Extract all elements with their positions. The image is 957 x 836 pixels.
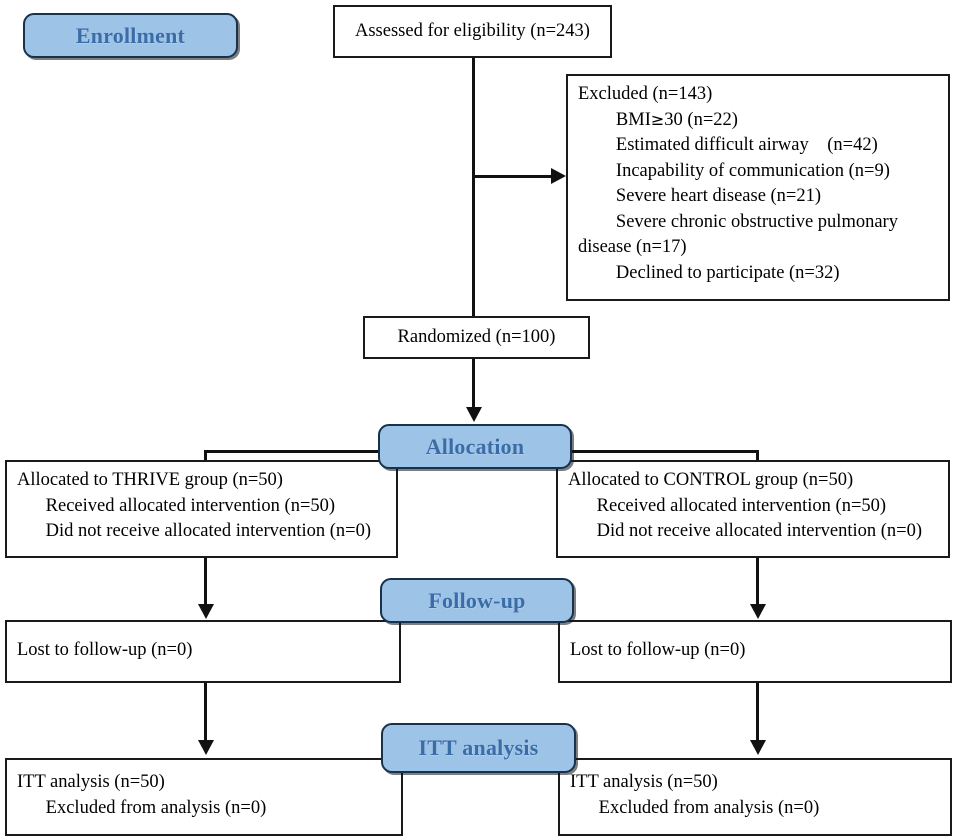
box-itt-control: ITT analysis (n=50) Excluded from analys…: [558, 758, 952, 836]
randomized-line-1: Randomized (n=100): [397, 326, 556, 347]
excluded-line-8: Declined to participate (n=32): [615, 262, 840, 283]
box-excluded: Excluded (n=143) BMI≥30 (n=22) Estimated…: [566, 74, 950, 301]
box-followup-thrive: Lost to follow-up (n=0): [5, 620, 401, 683]
stage-badge-itt-analysis-label: ITT analysis: [418, 735, 539, 760]
greater-equal-icon: ≥: [650, 109, 665, 129]
arrowhead-followup-right-to-itt: [750, 740, 766, 755]
arrowhead-alloc-left-to-followup: [198, 604, 214, 619]
itt-left-line-1: ITT analysis (n=50): [17, 772, 165, 792]
itt-left-line-2: Excluded from analysis (n=0): [45, 797, 267, 818]
connector-assessed-to-randomized: [472, 58, 475, 316]
box-randomized: Randomized (n=100): [363, 316, 590, 359]
box-assessed-for-eligibility: Assessed for eligibility (n=243): [333, 5, 612, 58]
arrowhead-to-excluded: [551, 168, 566, 184]
stage-badge-itt-analysis: ITT analysis: [381, 723, 576, 773]
connector-branch-to-excluded: [472, 175, 554, 178]
allocation-left-line-3: Did not receive allocated intervention (…: [45, 521, 371, 542]
stage-badge-enrollment-label: Enrollment: [75, 22, 186, 48]
stage-badge-allocation-label: Allocation: [425, 433, 525, 459]
box-allocation-control: Allocated to CONTROL group (n=50) Receiv…: [556, 460, 950, 558]
followup-left-line-1: Lost to follow-up (n=0): [17, 640, 193, 660]
excluded-line-4: Incapability of communication (n=9): [615, 160, 890, 181]
itt-right-line-1: ITT analysis (n=50): [570, 772, 718, 792]
stage-badge-enrollment: Enrollment: [23, 13, 238, 58]
allocation-right-line-3: Did not receive allocated intervention (…: [596, 521, 922, 542]
connector-alloc-left-to-followup: [204, 558, 207, 606]
stage-badge-followup: Follow-up: [380, 578, 574, 623]
allocation-left-line-1: Allocated to THRIVE group (n=50): [17, 470, 283, 490]
arrowhead-alloc-right-to-followup: [750, 604, 766, 619]
arrowhead-randomized-to-allocation: [466, 407, 482, 422]
allocation-left-line-2: Received allocated intervention (n=50): [45, 495, 336, 516]
excluded-line-1: Excluded (n=143): [578, 84, 713, 104]
connector-followup-right-to-itt: [756, 683, 759, 741]
allocation-right-line-2: Received allocated intervention (n=50): [596, 495, 887, 516]
itt-right-line-2: Excluded from analysis (n=0): [598, 797, 820, 818]
arrowhead-followup-left-to-itt: [198, 740, 214, 755]
excluded-line-2-text: BMI: [615, 109, 651, 130]
assessed-line-1: Assessed for eligibility (n=243): [355, 20, 590, 41]
excluded-line-6: Severe chronic obstructive pulmonary: [615, 211, 898, 232]
excluded-line-7: disease (n=17): [578, 237, 687, 258]
excluded-line-2: BMI≥30 (n=22): [578, 108, 938, 134]
excluded-line-5: Severe heart disease (n=21): [615, 186, 822, 207]
followup-right-line-1: Lost to follow-up (n=0): [570, 640, 746, 660]
stage-badge-followup-label: Follow-up: [428, 587, 526, 613]
connector-allocation-split-left-drop: [204, 450, 207, 462]
allocation-right-line-1: Allocated to CONTROL group (n=50): [568, 470, 854, 490]
box-allocation-thrive: Allocated to THRIVE group (n=50) Receive…: [5, 460, 398, 558]
connector-randomized-to-allocation: [472, 359, 475, 409]
excluded-line-3: Estimated difficult airway (n=42): [615, 135, 878, 156]
connector-alloc-right-to-followup: [756, 558, 759, 606]
connector-allocation-split-right-drop: [756, 450, 759, 462]
stage-badge-allocation: Allocation: [378, 424, 572, 469]
connector-followup-left-to-itt: [204, 683, 207, 741]
excluded-line-2-tail: 30 (n=22): [664, 109, 738, 130]
box-itt-thrive: ITT analysis (n=50) Excluded from analys…: [5, 758, 403, 836]
box-followup-control: Lost to follow-up (n=0): [558, 620, 952, 683]
